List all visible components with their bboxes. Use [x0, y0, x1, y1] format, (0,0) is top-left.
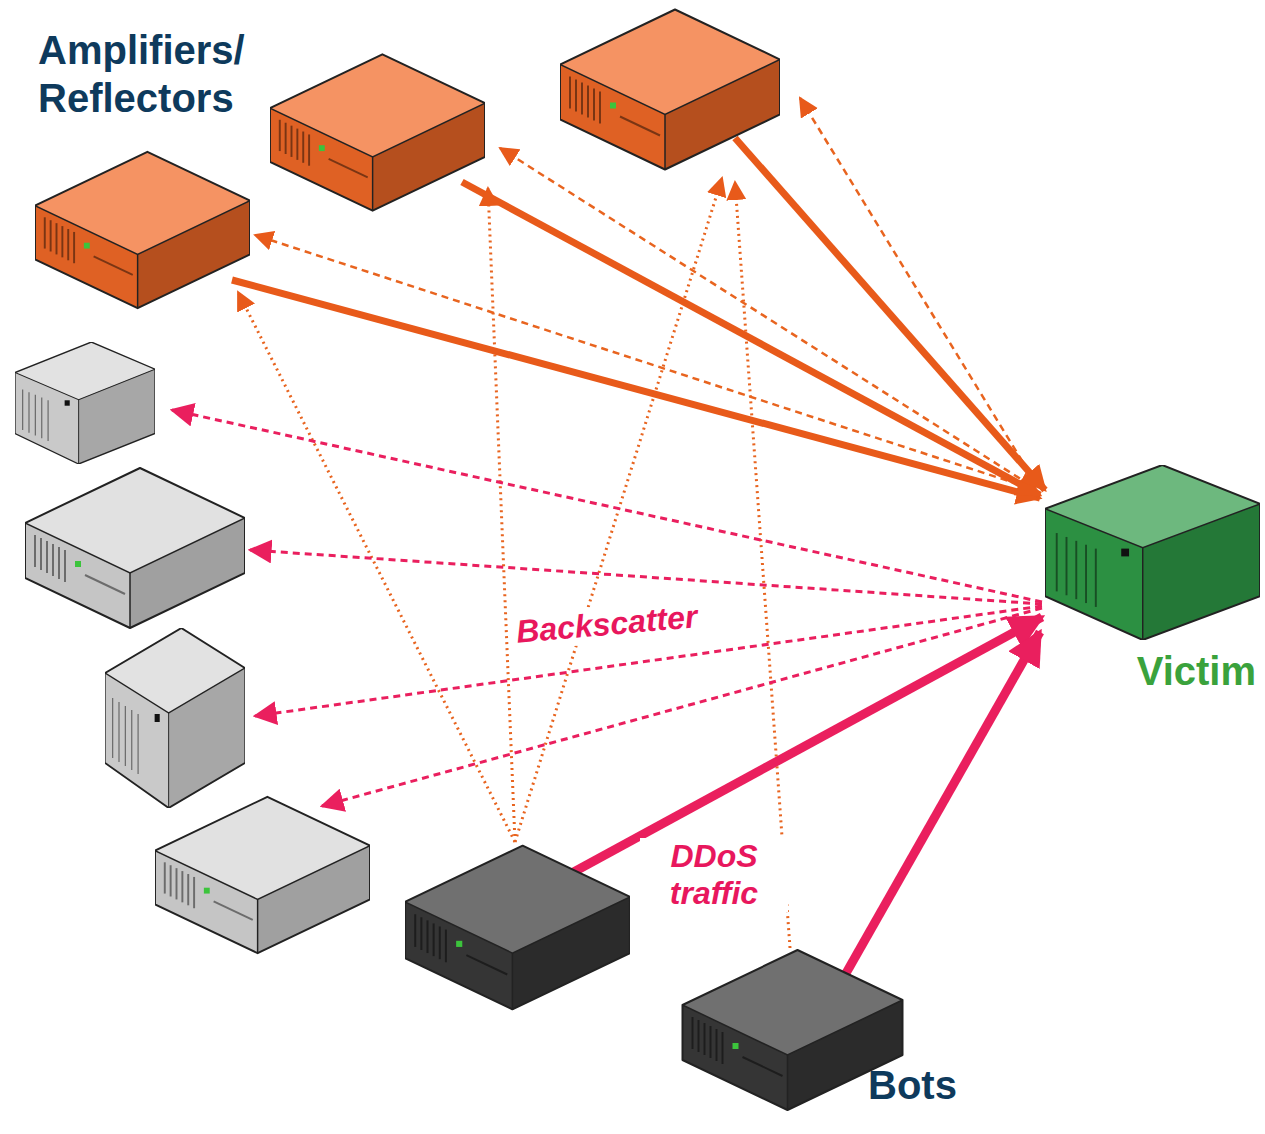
node-label: Victim	[1045, 648, 1260, 694]
backscatter-server	[15, 342, 370, 953]
group-heading: Bots	[868, 1062, 957, 1108]
flow-label: Backscatter	[511, 598, 703, 651]
server-node: Victim	[1045, 465, 1260, 694]
group-heading: Amplifiers/ Reflectors	[38, 26, 288, 122]
server-icon	[1045, 465, 1260, 640]
backscatter-line	[172, 410, 1042, 806]
ddos-traffic-line	[570, 617, 1042, 975]
flow-label: DDoS traffic	[640, 838, 788, 912]
amplifier-server	[35, 10, 780, 309]
